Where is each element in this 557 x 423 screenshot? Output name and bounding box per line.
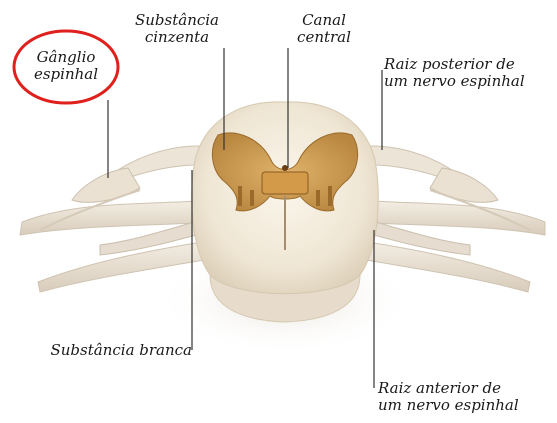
label-canal-central: Canal central — [286, 12, 362, 46]
label-ganglio-line1: Gânglio — [16, 49, 116, 66]
label-canal-line1: Canal — [286, 12, 362, 29]
label-substancia-branca: Substância branca — [24, 342, 192, 359]
central-canal — [282, 165, 288, 171]
label-canal-line2: central — [286, 29, 362, 46]
label-anterior-line1: Raiz anterior de — [378, 380, 548, 397]
right-dorsal-ganglion — [430, 168, 498, 202]
label-posterior-line2: um nervo espinhal — [384, 73, 554, 90]
label-posterior-line1: Raiz posterior de — [384, 56, 554, 73]
label-cinzenta-line2: cinzenta — [120, 29, 234, 46]
label-substancia-cinzenta: Substância cinzenta — [120, 12, 234, 46]
label-raiz-anterior: Raiz anterior de um nervo espinhal — [378, 380, 548, 414]
grey-commissure — [262, 172, 308, 194]
label-anterior-line2: um nervo espinhal — [378, 397, 548, 414]
label-ganglio-espinhal: Gânglio espinhal — [16, 49, 116, 83]
label-branca-line1: Substância branca — [24, 342, 192, 359]
label-raiz-posterior: Raiz posterior de um nervo espinhal — [384, 56, 554, 90]
left-dorsal-ganglion — [72, 168, 140, 202]
label-ganglio-line2: espinhal — [16, 66, 116, 83]
label-cinzenta-line1: Substância — [120, 12, 234, 29]
